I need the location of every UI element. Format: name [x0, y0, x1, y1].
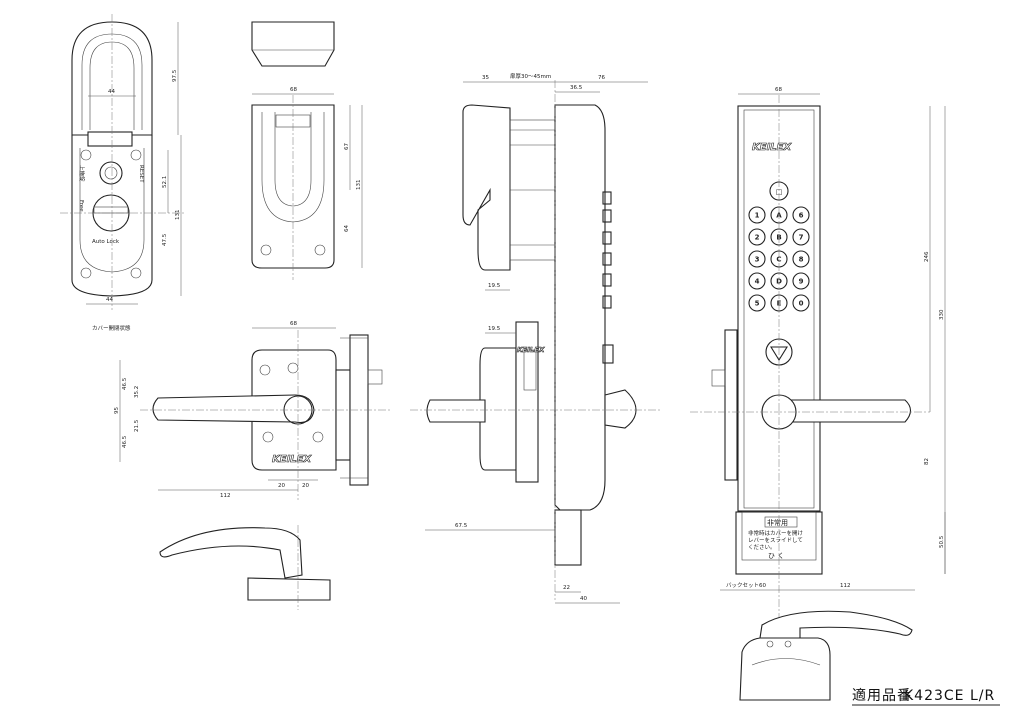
brand-logo: KEILEX	[272, 454, 313, 465]
dim-label: 112	[840, 583, 851, 589]
dim-label: 82	[924, 458, 930, 465]
dim-label: 46.5	[122, 377, 128, 390]
free-mark: Free	[78, 200, 84, 212]
dim-label: 246	[924, 251, 930, 262]
keypad-key-label: 7	[799, 234, 804, 242]
dim-label: 68	[290, 321, 297, 327]
dim-label: 47.5	[162, 233, 168, 246]
dim-label: 50.5	[939, 535, 945, 548]
cover-top-view: 68 67 131 64	[251, 21, 363, 280]
emergency-badge: 非常用	[767, 518, 788, 527]
reset-mark: RESET	[138, 165, 144, 183]
keypad-key-label: 5	[755, 300, 760, 308]
lever-perspective	[159, 525, 331, 610]
dim-label: 112	[220, 493, 231, 499]
dim-label: 22	[563, 585, 570, 591]
keypad-key-label: 4	[755, 278, 760, 286]
model-number: K423CE L/R	[904, 688, 995, 704]
dim-label: 68	[775, 87, 782, 93]
dim-label: 44	[106, 297, 113, 303]
side-view: KEILEX 35 扉厚30～45mm 36.5 76 19.5 19.5 67…	[410, 72, 660, 604]
dim-label: バックセット60	[726, 582, 766, 589]
keypad-key-label: 0	[799, 300, 804, 308]
lock-mark: 上施錠	[78, 165, 86, 182]
emergency-text: レバーをスライドして	[748, 537, 803, 544]
cover-caption: カバー開閉状態	[92, 324, 131, 332]
dim-label: 40	[580, 596, 587, 602]
dim-label: 46.5	[122, 435, 128, 448]
keypad-key-label: 6	[799, 212, 804, 220]
emergency-text: 非常時はカバーを開け	[748, 529, 804, 537]
dim-label: 20	[278, 483, 285, 489]
dim-label: 131	[175, 210, 181, 221]
keypad-key-label: 2	[755, 234, 760, 242]
emergency-pull: ひ く	[768, 552, 784, 560]
keypad-key[interactable]	[792, 294, 810, 312]
dim-label: 64	[344, 225, 350, 232]
keypad-key-label: 8	[799, 256, 804, 264]
keypad-key-label: E	[777, 300, 782, 308]
dim-label: 95	[114, 407, 120, 414]
key-top[interactable]: □	[776, 188, 783, 196]
dim-label: 76	[598, 75, 605, 81]
keypad-key[interactable]	[748, 294, 766, 312]
dim-label: 20	[302, 483, 309, 489]
dim-label: 44	[108, 89, 115, 95]
keypad-key[interactable]	[748, 272, 766, 290]
cover-open-view: Auto Lock RESET 上施錠 Free 44 97.5 52.1 13…	[60, 14, 185, 332]
dim-label: 19.5	[488, 283, 501, 289]
keypad-key[interactable]	[748, 250, 766, 268]
dim-label: 36.5	[570, 85, 583, 91]
dim-label: 67.5	[455, 523, 468, 529]
keypad-key[interactable]	[792, 206, 810, 224]
dim-label: 97.5	[172, 69, 178, 82]
model-title-label: 適用品番	[852, 687, 912, 704]
keypad-key-label: 3	[755, 256, 760, 264]
dim-label: 68	[290, 87, 297, 93]
keypad-key-label: 1	[755, 212, 760, 220]
lever-view: KEILEX 68 46.5 35.2 95 21.5 46.5 112 20 …	[114, 321, 390, 500]
dim-label: 21.5	[134, 419, 140, 432]
keypad-key[interactable]	[792, 272, 810, 290]
model-title: 適用品番 K423CE L/R	[852, 687, 1000, 706]
keypad-key[interactable]	[748, 206, 766, 224]
dim-label: 扉厚30～45mm	[510, 72, 551, 80]
dim-label: 330	[939, 309, 945, 320]
keypad-key-label: 9	[799, 278, 804, 286]
dim-label: 131	[356, 180, 362, 191]
auto-lock-mark: Auto Lock	[92, 239, 120, 245]
dim-label: 67	[344, 143, 350, 150]
brand-logo: KEILEX	[517, 346, 545, 354]
dim-label: 19.5	[488, 326, 501, 332]
front-perspective	[739, 610, 913, 701]
keypad-key[interactable]	[792, 250, 810, 268]
dim-label: 52.1	[162, 176, 168, 188]
keypad-key-label: A	[776, 212, 782, 220]
brand-logo: KEILEX	[752, 142, 793, 153]
keypad-key[interactable]	[792, 228, 810, 246]
emergency-text: ください。	[748, 544, 776, 551]
dim-label: 35.2	[134, 386, 140, 398]
dim-label: 35	[482, 75, 489, 81]
keypad-key[interactable]	[748, 228, 766, 246]
